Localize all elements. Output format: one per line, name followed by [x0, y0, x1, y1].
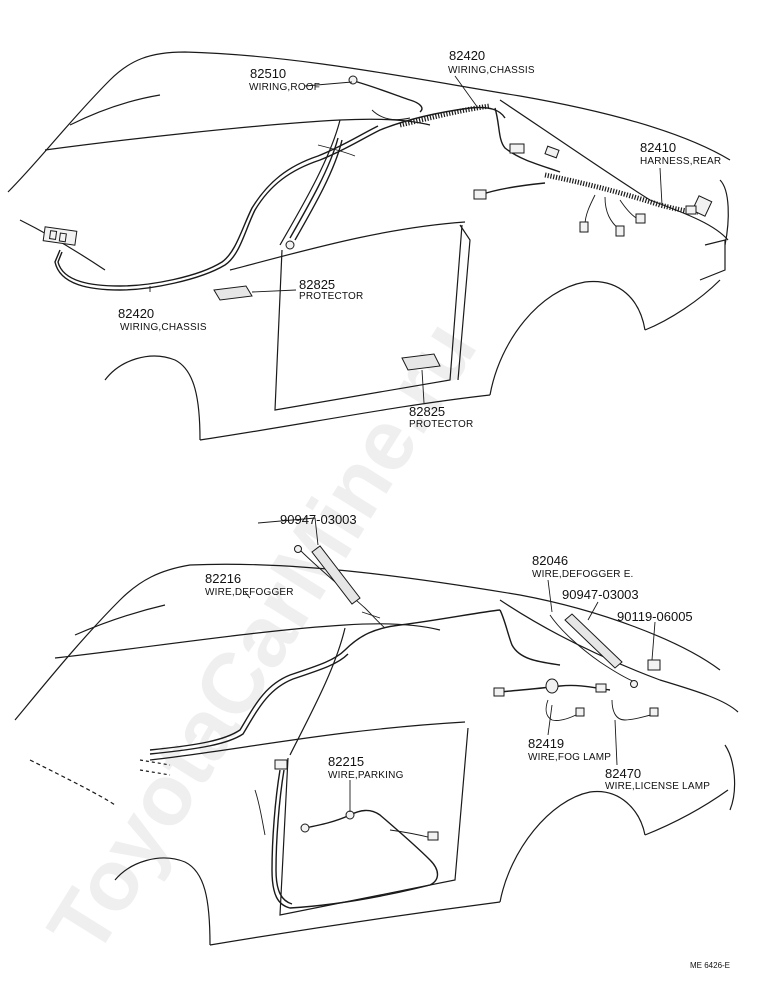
callout-82410-harness-rear: 82410 HARNESS,REAR	[640, 140, 721, 167]
tape-right	[564, 613, 623, 669]
part-description: WIRING,CHASSIS	[120, 322, 207, 333]
part-number: 82410	[640, 140, 676, 155]
callout-82216-defogger: 82216 WIRE,DEFOGGER	[205, 571, 294, 598]
top-callouts: 82420 WIRING,CHASSIS 82510 WIRING,ROOF 8…	[118, 48, 721, 430]
part-description: HARNESS,REAR	[640, 156, 721, 167]
callout-82510-roof: 82510 WIRING,ROOF	[249, 66, 320, 93]
callout-82825-protector-upper: 82825 PROTECTOR	[299, 277, 363, 302]
callout-90947-03003-top: 90947-03003	[280, 512, 357, 527]
part-description: WIRING,ROOF	[249, 82, 320, 93]
part-number: 82216	[205, 571, 241, 586]
part-number: 82046	[532, 553, 568, 568]
part-number: 82825	[409, 404, 445, 419]
callout-82470-license-lamp: 82470 WIRE,LICENSE LAMP	[605, 766, 710, 792]
diagram-code: ME 6426-E	[690, 961, 730, 970]
bottom-wiring	[149, 545, 661, 909]
protector-upper	[213, 285, 253, 301]
part-number: 82470	[605, 766, 641, 781]
callout-90119-06005: 90119-06005	[617, 609, 693, 624]
top-car-body-outline	[7, 51, 731, 441]
bottom-leader-lines	[244, 517, 656, 812]
part-description: WIRE,FOG LAMP	[528, 752, 611, 763]
part-description: PROTECTOR	[409, 419, 473, 430]
connector-left	[42, 226, 78, 246]
bottom-callouts: 90947-03003 82216 WIRE,DEFOGGER 82046 WI…	[205, 512, 710, 792]
part-number: 90947-03003	[280, 512, 357, 527]
part-description: WIRE,DEFOGGER	[205, 587, 294, 598]
bottom-car-body-outline	[14, 563, 739, 946]
part-number: 82419	[528, 736, 564, 751]
part-description: WIRING,CHASSIS	[448, 65, 535, 76]
top-leader-lines	[149, 75, 663, 404]
callout-82420-chassis-top: 82420 WIRING,CHASSIS	[448, 48, 535, 76]
protector-lower	[401, 353, 441, 371]
callout-90947-03003-right: 90947-03003	[562, 587, 639, 602]
part-number: 82510	[250, 66, 286, 81]
part-description: WIRE,DEFOGGER E.	[532, 569, 634, 580]
part-number: 82825	[299, 277, 335, 292]
callout-82419-fog-lamp: 82419 WIRE,FOG LAMP	[528, 736, 611, 763]
part-number: 82420	[449, 48, 485, 63]
callout-82046-defogger-e: 82046 WIRE,DEFOGGER E.	[532, 553, 634, 580]
part-number: 90119-06005	[617, 609, 693, 624]
part-number: 90947-03003	[562, 587, 639, 602]
part-description: WIRE,PARKING	[328, 770, 404, 781]
tape-top	[311, 545, 361, 605]
part-description: PROTECTOR	[299, 291, 363, 302]
part-number: 82215	[328, 754, 364, 769]
top-wiring	[42, 75, 713, 371]
part-number: 82420	[118, 306, 154, 321]
part-description: WIRE,LICENSE LAMP	[605, 781, 710, 792]
screw-90119	[647, 659, 661, 671]
callout-82825-protector-lower: 82825 PROTECTOR	[409, 404, 473, 430]
callout-82420-chassis-left: 82420 WIRING,CHASSIS	[118, 306, 207, 333]
callout-82215-parking: 82215 WIRE,PARKING	[328, 754, 404, 781]
